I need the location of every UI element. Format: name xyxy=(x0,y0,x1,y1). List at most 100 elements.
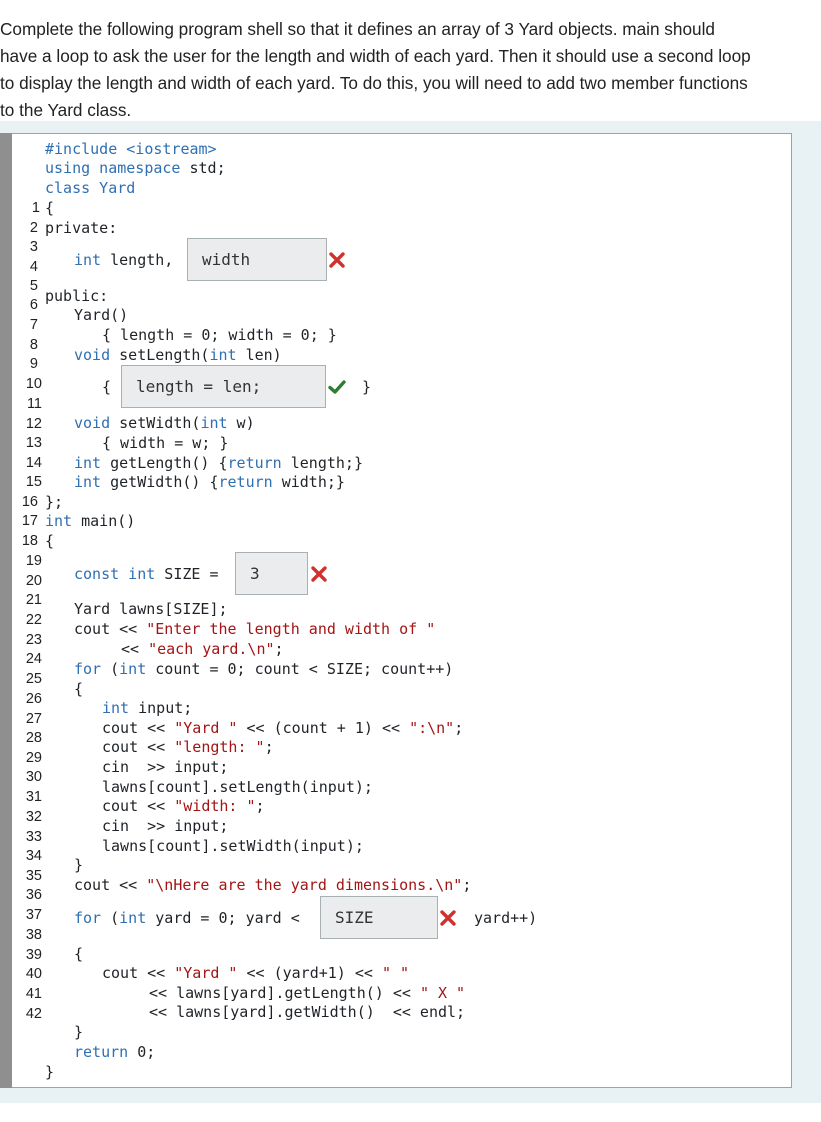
code-line: void setWidth(int w) xyxy=(74,414,255,432)
question-text: Complete the following program shell so … xyxy=(0,16,821,124)
code-line: for (int yard = 0; yard < xyxy=(74,909,300,927)
code-line: { xyxy=(74,680,84,698)
answer-blank-width[interactable]: width xyxy=(187,238,327,281)
code-line: cout << "\nHere are the yard dimensions.… xyxy=(74,876,472,894)
question-line: to the Yard class. xyxy=(0,100,132,120)
line-number: 19 xyxy=(25,553,42,569)
line-number: 2 xyxy=(29,220,38,236)
code-line: { width = w; } xyxy=(102,434,229,452)
line-number: 35 xyxy=(25,868,42,884)
line-number: 36 xyxy=(25,887,42,903)
code-line: cout << "Yard " << (count + 1) << ":\n"; xyxy=(102,719,464,737)
line-number: 40 xyxy=(25,966,42,982)
code-line: cout << "Yard " << (yard+1) << " " xyxy=(102,964,410,982)
correct-check-icon xyxy=(328,378,346,396)
code-line: { xyxy=(45,532,55,550)
code-line: return 0; xyxy=(74,1043,156,1061)
code-line: int length, xyxy=(74,251,174,269)
line-number: 4 xyxy=(29,259,38,275)
incorrect-x-icon xyxy=(328,251,346,269)
code-line: int getWidth() {return width;} xyxy=(74,473,345,491)
line-number: 23 xyxy=(25,632,42,648)
line-number: 31 xyxy=(25,789,42,805)
line-number: 12 xyxy=(25,416,42,432)
line-number: 11 xyxy=(26,396,42,412)
line-number: 8 xyxy=(29,337,38,353)
code-line: lawns[count].setLength(input); xyxy=(102,778,373,796)
code-line: cout << "width: "; xyxy=(102,797,265,815)
line-number: 1 xyxy=(31,200,40,216)
line-number: 41 xyxy=(25,986,42,1002)
line-number: 20 xyxy=(25,573,42,589)
code-line: public: xyxy=(45,287,109,305)
line-number: 24 xyxy=(25,651,42,667)
line-number: 39 xyxy=(25,947,42,963)
code-line: Yard() xyxy=(74,306,129,324)
line-number: 14 xyxy=(25,455,42,471)
line-number: 42 xyxy=(25,1006,42,1022)
question-line: Complete the following program shell so … xyxy=(0,19,715,39)
code-line-using: using namespace std; xyxy=(45,159,226,177)
code-line-class: class Yard xyxy=(45,179,136,197)
line-number: 9 xyxy=(29,356,38,372)
line-number: 22 xyxy=(25,612,42,628)
code-line: lawns[count].setWidth(input); xyxy=(102,837,364,855)
line-number: 13 xyxy=(25,435,42,451)
line-number: 16 xyxy=(21,494,38,510)
code-line-include: #include <iostream> xyxy=(45,140,217,158)
line-number: 28 xyxy=(25,730,42,746)
answer-blank-size[interactable]: 3 xyxy=(235,552,308,595)
code-gutter-bar xyxy=(0,133,12,1088)
line-number: 25 xyxy=(25,671,42,687)
code-line: yard++) xyxy=(474,909,538,927)
code-line: << lawns[yard].getLength() << " X " xyxy=(149,984,466,1002)
line-number: 37 xyxy=(25,907,42,923)
incorrect-x-icon xyxy=(439,909,457,927)
code-line: int input; xyxy=(102,699,193,717)
code-line: int main() xyxy=(45,512,136,530)
line-number: 32 xyxy=(25,809,42,825)
code-line: cin >> input; xyxy=(102,758,229,776)
code-line: const int SIZE = xyxy=(74,565,219,583)
line-number: 7 xyxy=(29,317,38,333)
code-line: } xyxy=(74,856,84,874)
code-line: cin >> input; xyxy=(102,817,229,835)
line-number: 26 xyxy=(25,691,42,707)
code-line: cout << "Enter the length and width of " xyxy=(74,620,436,638)
code-line: Yard lawns[SIZE]; xyxy=(74,600,228,618)
line-number: 17 xyxy=(21,513,38,529)
code-line: { xyxy=(74,945,84,963)
answer-blank-loop-bound[interactable]: SIZE xyxy=(320,896,438,939)
code-line: int getLength() {return length;} xyxy=(74,454,363,472)
code-line: void setLength(int len) xyxy=(74,346,282,364)
line-number: 3 xyxy=(29,239,38,255)
line-number: 27 xyxy=(25,711,42,727)
code-line: for (int count = 0; count < SIZE; count+… xyxy=(74,660,454,678)
question-line: have a loop to ask the user for the leng… xyxy=(0,46,751,66)
line-number: 34 xyxy=(25,848,42,864)
code-line: private: xyxy=(45,219,118,237)
code-line: } xyxy=(74,1023,84,1041)
line-number: 30 xyxy=(25,769,42,785)
code-line: << lawns[yard].getWidth() << endl; xyxy=(149,1003,466,1021)
line-number: 29 xyxy=(25,750,42,766)
code-line: { xyxy=(45,199,55,217)
line-number: 38 xyxy=(25,927,42,943)
code-line: } xyxy=(45,1063,55,1081)
code-line: << "each yard.\n"; xyxy=(121,640,284,658)
line-number: 18 xyxy=(21,533,38,549)
incorrect-x-icon xyxy=(310,565,328,583)
line-number: 10 xyxy=(25,376,42,392)
line-number: 15 xyxy=(25,474,42,490)
code-line: } xyxy=(362,378,372,396)
line-number: 5 xyxy=(29,278,38,294)
line-number: 6 xyxy=(29,297,38,313)
code-line: { xyxy=(102,378,112,396)
line-number: 33 xyxy=(25,829,42,845)
code-line: }; xyxy=(45,493,64,511)
code-line: { length = 0; width = 0; } xyxy=(102,326,337,344)
code-line: cout << "length: "; xyxy=(102,738,274,756)
line-number: 21 xyxy=(25,592,42,608)
question-line: to display the length and width of each … xyxy=(0,73,748,93)
answer-blank-setlength-body[interactable]: length = len; xyxy=(121,365,326,408)
